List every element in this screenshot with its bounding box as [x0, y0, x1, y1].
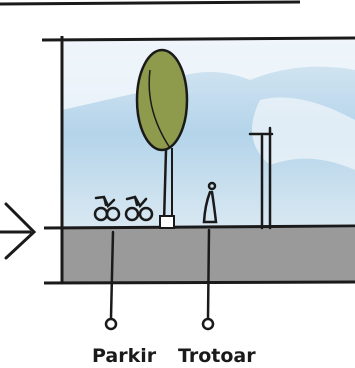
- parking-label: Parkir: [92, 345, 157, 364]
- right-arrow-icon: [0, 204, 34, 258]
- sidewalk-label: Trotoar: [178, 345, 256, 364]
- ground-line: [44, 226, 355, 228]
- sidewalk-leader-line: [208, 230, 209, 318]
- panel-top-border: [42, 38, 355, 40]
- top-frame-line: [0, 2, 300, 4]
- parking-marker: [106, 319, 116, 329]
- panel-bottom-border: [44, 282, 355, 283]
- sidewalk-marker: [203, 319, 213, 329]
